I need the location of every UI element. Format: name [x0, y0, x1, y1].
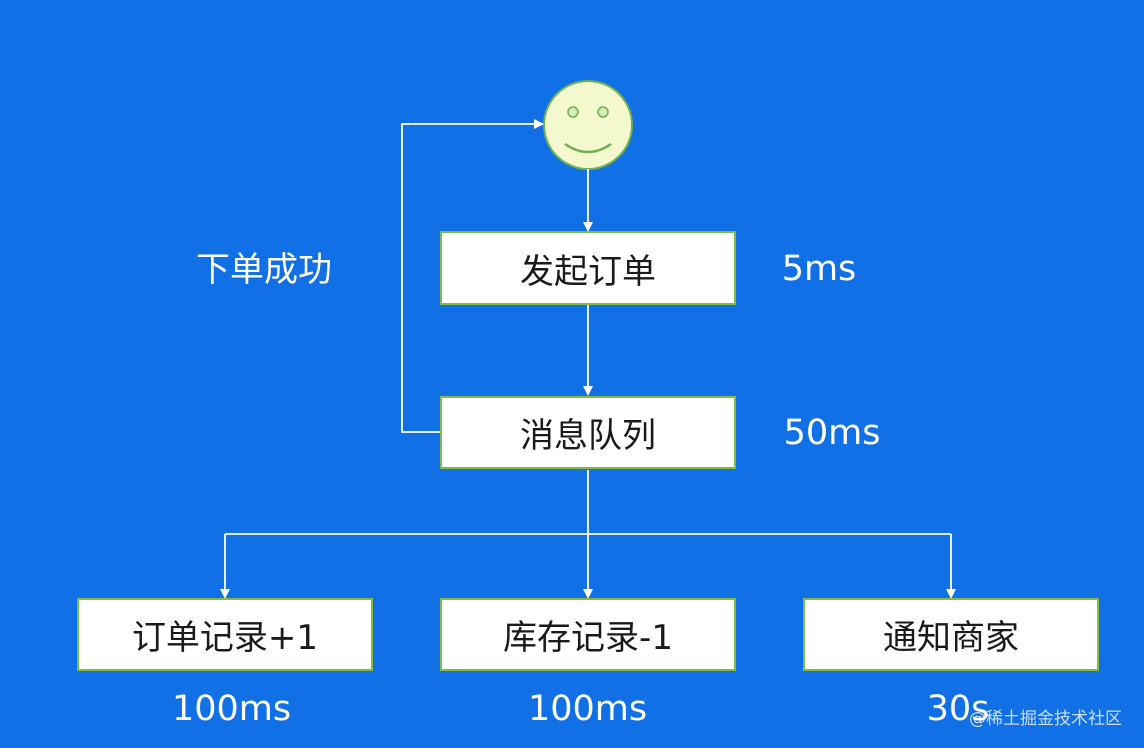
success-label: 下单成功 — [196, 250, 332, 290]
watermark: @稀土掘金技术社区 — [969, 709, 1122, 729]
start-order-node: 发起订单 — [440, 231, 736, 305]
message-queue-timing: 50ms — [783, 413, 881, 453]
start-order-timing: 5ms — [781, 249, 857, 289]
stock-record-node: 库存记录-1 — [440, 598, 736, 671]
notify-merchant-node: 通知商家 — [803, 598, 1099, 671]
order-record-timing: 100ms — [172, 689, 292, 729]
order-record-node: 订单记录+1 — [77, 598, 373, 671]
message-queue-node: 消息队列 — [440, 396, 736, 469]
notify-merchant-timing: 30s — [926, 689, 990, 729]
smiley-face-icon — [543, 80, 633, 170]
stock-record-timing: 100ms — [528, 689, 648, 729]
arrow-success-return — [401, 119, 544, 433]
